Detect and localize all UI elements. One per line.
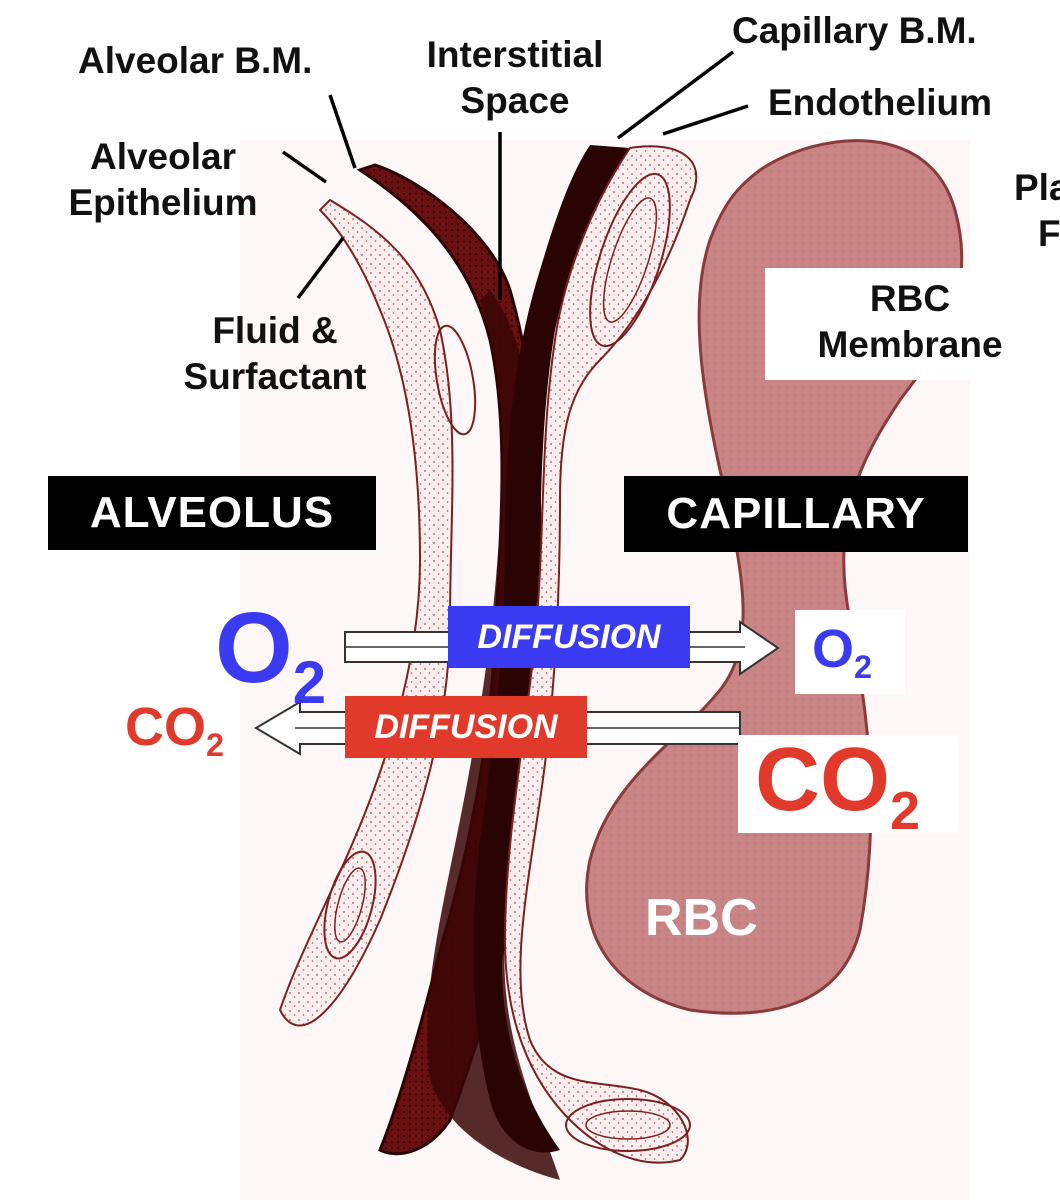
- fluid-line-2: Surfactant: [183, 356, 367, 397]
- rbc-membrane-line-1: RBC: [869, 278, 951, 319]
- fluid-surfactant-label: Fluid & Surfactant: [165, 308, 385, 400]
- co2-alveolar-symbol: CO2: [125, 697, 225, 764]
- alveolar-epithelium-label: Alveolar Epithelium: [48, 134, 278, 226]
- o2-alveolar-symbol: O2: [215, 592, 327, 716]
- o2-diffusion-label: DIFFUSION: [448, 606, 690, 668]
- rbc-membrane-label-bg: [765, 268, 1060, 380]
- rbc-membrane-line-2: Membrane: [817, 324, 1003, 365]
- epithelial-nucleus-upper: [433, 324, 477, 436]
- fluid-line-1: Fluid &: [212, 310, 338, 351]
- rbc-membrane-label: RBC Membrane: [770, 276, 1050, 368]
- alveolar-epithelium-strip: [278, 198, 454, 1027]
- capillary-bm-label: Capillary B.M.: [732, 10, 977, 51]
- o2-right-bg: [795, 610, 905, 694]
- endothelium-label: Endothelium: [768, 82, 993, 123]
- endothelial-nucleus-upper: [589, 172, 671, 348]
- capillary-tag: CAPILLARY: [624, 476, 968, 552]
- interstitial-space-label: Interstitial Space: [410, 32, 620, 124]
- endothelial-nucleus-lower: [565, 1098, 691, 1152]
- plasma-label-cropped: Pla F: [1014, 165, 1060, 257]
- co2-diffusion-label: DIFFUSION: [345, 696, 587, 758]
- alveolar-epithelium-line-1: Alveolar: [89, 136, 236, 177]
- alveolar-epithelium-line-2: Epithelium: [68, 182, 258, 223]
- plasma-line-2: F: [1038, 213, 1060, 254]
- co2-capillary-symbol: CO2: [755, 730, 921, 841]
- interstitial-line-2: Space: [460, 80, 570, 121]
- rbc-label: RBC: [645, 889, 758, 947]
- o2-capillary-symbol: O2: [812, 619, 873, 686]
- plasma-line-1: Pla: [1014, 167, 1060, 208]
- alveolar-bm-label: Alveolar B.M.: [78, 40, 313, 81]
- co2-right-bg: [738, 735, 958, 833]
- alveolus-tag: ALVEOLUS: [48, 476, 376, 550]
- endothelium-strip: [503, 145, 698, 1164]
- epithelial-nucleus-lower: [323, 850, 377, 960]
- interstitial-line-1: Interstitial: [426, 34, 604, 75]
- leader-lines: [281, 50, 749, 300]
